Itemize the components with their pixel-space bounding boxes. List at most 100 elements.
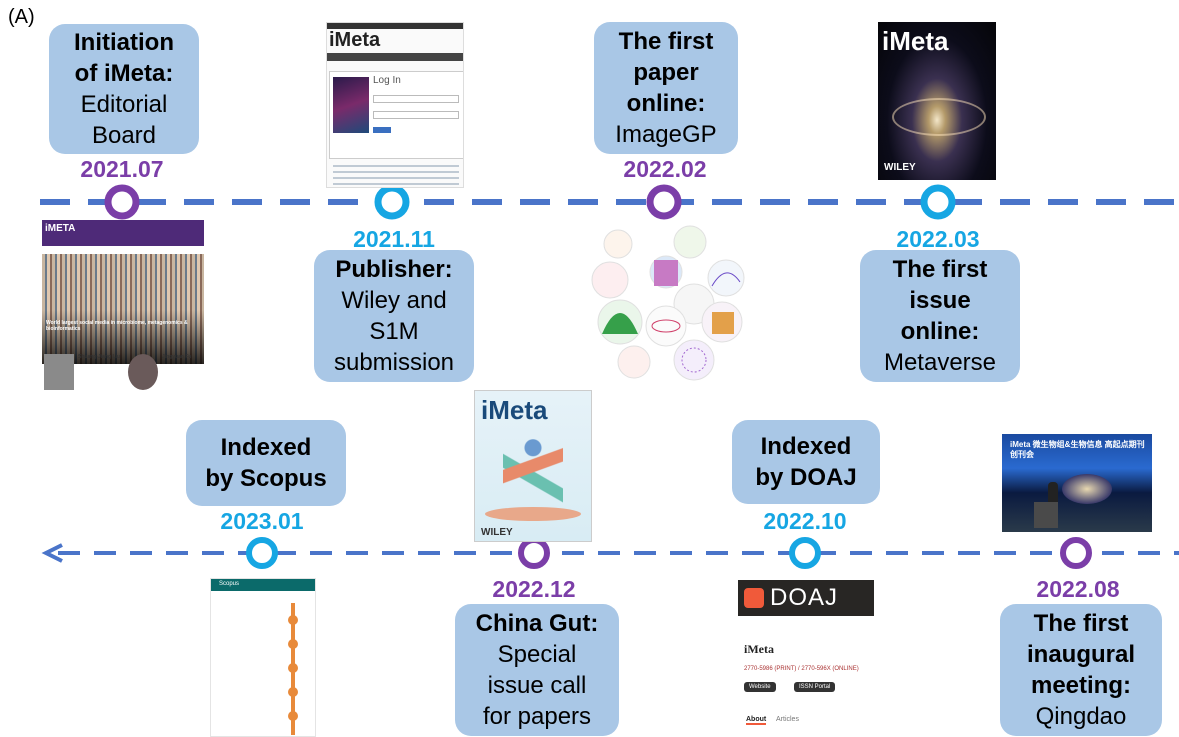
box-text-1: Special [497, 641, 577, 668]
login-brand: iMeta [329, 29, 381, 51]
date-2022-02: 2022.02 [623, 156, 707, 182]
login-field-user[interactable] [373, 95, 459, 103]
box-text-3: submission [333, 349, 455, 376]
gut-cover-ground [485, 507, 581, 521]
box-text-2: issue call [487, 672, 587, 699]
box-bold-2: issue [909, 287, 971, 314]
marker-2023-01 [246, 537, 278, 569]
marker-2021-11 [374, 184, 410, 220]
collage-bars [654, 260, 678, 286]
login-navbar [327, 53, 463, 61]
doaj-journal-title: iMeta [744, 642, 774, 656]
collage-curve [711, 272, 741, 287]
box-text-2: Board [91, 122, 157, 149]
collage-dot-5 [707, 259, 745, 297]
box-bold-2: inaugural [1026, 641, 1135, 668]
marker-2022-03 [920, 184, 956, 220]
date-2021-11: 2021.11 [353, 226, 435, 252]
box-bold-1: Indexed [760, 433, 852, 460]
date-2022-10: 2022.10 [763, 508, 847, 534]
doaj-issn: 2770-5986 (PRINT) / 2770-596X (ONLINE) [744, 666, 859, 672]
doaj-logo: DOAJ [770, 584, 839, 611]
person-photo-1 [44, 354, 74, 390]
imagegp-figure-collage [591, 225, 745, 381]
login-links [333, 165, 459, 185]
date-2021-07: 2021.07 [80, 156, 164, 182]
scopus-node-1 [288, 615, 298, 625]
scopus-page-thumbnail: Scopus [210, 578, 316, 737]
login-title: Log In [373, 75, 401, 86]
box-bold-2: of iMeta: [74, 60, 174, 87]
box-text-1: Editorial [80, 91, 168, 118]
box-bold-2: by DOAJ [755, 464, 857, 491]
china-gut-cover: iMeta WILEY [474, 390, 592, 542]
login-cover-image [333, 77, 369, 133]
milestone-box-2023-01: Indexed by Scopus [186, 420, 346, 506]
box-bold-2: paper [633, 59, 699, 86]
marker-2022-02 [646, 184, 682, 220]
meeting-screen-glow [1062, 474, 1112, 504]
website-caption: World largest social media in microbiome… [46, 320, 188, 332]
cover-brand: iMeta [882, 26, 949, 56]
website-header [42, 220, 204, 246]
collage-dot-2 [673, 225, 707, 259]
box-bold-1: The first [618, 28, 714, 55]
milestone-box-2022-03: The first issue online: Metaverse [860, 250, 1020, 382]
milestone-box-2022-12: China Gut: Special issue call for papers [455, 604, 619, 736]
cover-publisher: WILEY [884, 162, 916, 173]
milestone-box-2022-08: The first inaugural meeting: Qingdao [1000, 604, 1162, 736]
marker-2022-12 [518, 537, 550, 569]
doaj-logo-mark [744, 588, 764, 608]
marker-2021-07 [104, 184, 140, 220]
milestone-box-2021-07: Initiation of iMeta: Editorial Board [49, 24, 199, 154]
login-page-thumbnail: iMeta Log In [326, 22, 464, 188]
collage-dot-1 [603, 229, 633, 259]
collage-dot-3 [591, 261, 629, 299]
doaj-issn-portal-button[interactable]: ISSN Portal [794, 682, 836, 692]
scopus-brand: Scopus [219, 581, 240, 587]
scopus-node-5 [288, 711, 298, 721]
date-2022-03: 2022.03 [896, 226, 980, 252]
person-name-1: Shuang-Jiang Liu [78, 354, 120, 360]
date-2022-08: 2022.08 [1036, 576, 1120, 602]
collage-dot-11 [673, 339, 715, 381]
collage-ellipse [651, 319, 681, 333]
cover-orbit [892, 98, 986, 136]
doaj-tab-articles[interactable]: Articles [776, 716, 799, 723]
date-2022-12: 2022.12 [492, 576, 576, 602]
scopus-node-2 [288, 639, 298, 649]
box-bold-3: online: [626, 90, 706, 117]
box-bold-1: Indexed [220, 434, 312, 461]
box-text-1: Metaverse [883, 349, 997, 376]
date-2023-01: 2023.01 [220, 508, 304, 534]
scopus-node-4 [288, 687, 298, 697]
milestone-box-2022-02: The first paper online: ImageGP [594, 22, 738, 154]
website-brand: iMETA [45, 223, 76, 234]
marker-2022-10 [789, 537, 821, 569]
login-topbar [327, 23, 463, 29]
login-field-password[interactable] [373, 111, 459, 119]
scopus-header [211, 579, 315, 591]
collage-dot-8 [645, 305, 687, 347]
box-text-2: S1M [369, 318, 419, 345]
journal-cover-metaverse: iMeta WILEY [878, 22, 996, 180]
box-text-3: for papers [482, 703, 592, 730]
timeline-arrow-head [41, 543, 63, 563]
gut-cover-brand: iMeta [481, 395, 548, 425]
box-bold-1: The first [1033, 610, 1129, 637]
doaj-tab-about[interactable]: About [746, 716, 767, 725]
box-bold-1: China Gut: [475, 610, 599, 637]
meeting-photo: iMeta 微生物组&生物信息 高起点期刊创刊会 [1002, 434, 1152, 532]
box-bold-1: The first [892, 256, 988, 283]
doaj-website-button[interactable]: Website [744, 682, 776, 692]
marker-2022-08 [1060, 537, 1092, 569]
login-button[interactable] [373, 127, 391, 133]
scopus-node-3 [288, 663, 298, 673]
box-bold-3: online: [900, 318, 980, 345]
panel-label: (A) [8, 6, 35, 28]
collage-stacked [712, 312, 734, 334]
box-text-1: Wiley and [341, 287, 447, 314]
meeting-banner-text: iMeta 微生物组&生物信息 高起点期刊创刊会 [1010, 440, 1145, 459]
box-bold-2: by Scopus [205, 465, 327, 492]
